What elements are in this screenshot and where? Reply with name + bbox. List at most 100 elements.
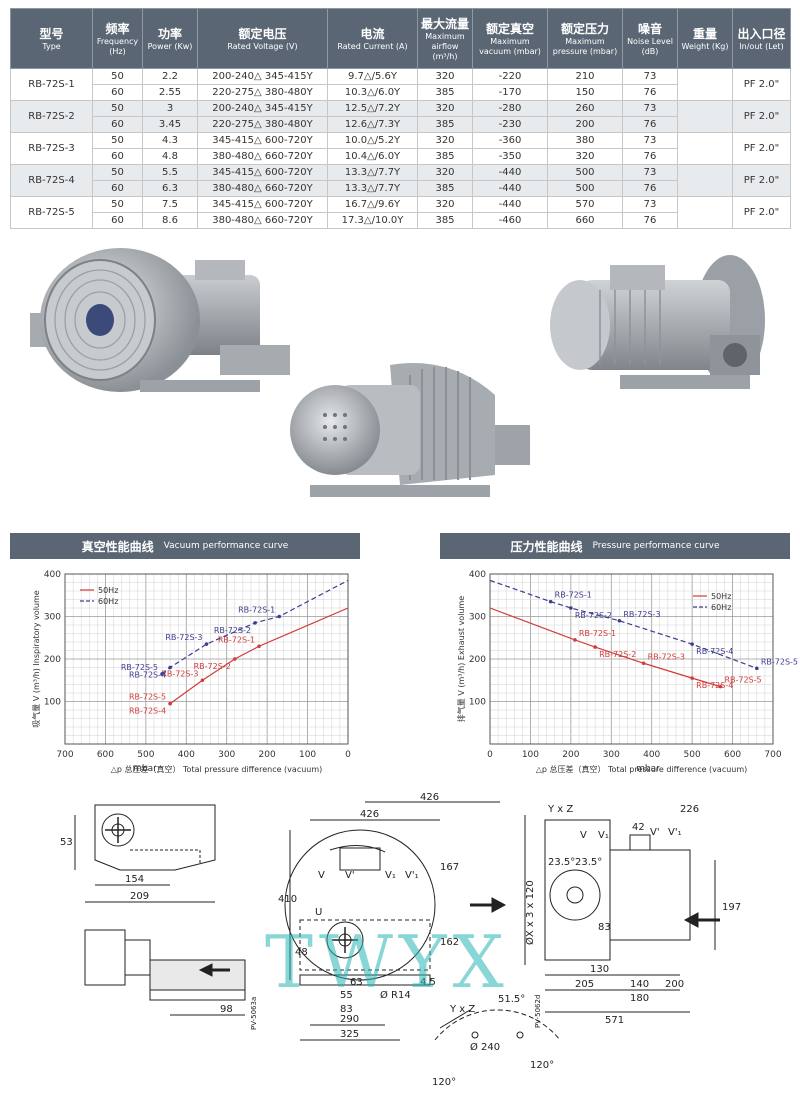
table-cell: 73 (622, 196, 678, 213)
column-header-en: Type (42, 42, 61, 51)
data-point (160, 672, 164, 676)
data-label: RB-72S-3 (648, 652, 685, 661)
column-header-zh: 噪音 (637, 22, 662, 36)
table-cell: 60 (92, 84, 143, 101)
x-tick-label: 300 (603, 750, 620, 760)
dimension-label: 63 (350, 977, 363, 988)
dimension-label: V'₁ (405, 870, 419, 881)
table-cell: 10.4△/6.0Y (327, 148, 418, 165)
table-cell: -360 (472, 132, 548, 149)
data-label: RB-72S-1 (579, 629, 616, 638)
column-header-zh: 电流 (360, 27, 385, 41)
right-side-view (544, 819, 611, 961)
dimension-label: V₁ (598, 830, 609, 841)
table-cell: 60 (92, 212, 143, 229)
x-axis-unit: mbar (636, 764, 660, 774)
table-cell: 50 (92, 132, 143, 149)
column-header-en: Maximum pressure (mbar) (552, 37, 618, 56)
dimension-label: 83 (340, 1004, 353, 1015)
data-label: RB-72S-2 (194, 662, 231, 671)
table-cell: 50 (92, 100, 143, 117)
table-cell: 380-480△ 660-720Y (197, 212, 328, 229)
flange-arc (434, 1009, 561, 1041)
center-shaft-circle (326, 921, 364, 959)
table-cell: 3.45 (142, 116, 198, 133)
legend-label: 60Hz (98, 597, 118, 606)
table-cell: 345-415△ 600-720Y (197, 196, 328, 213)
series-line-50Hz (489, 607, 721, 688)
table-cell: 320 (417, 196, 473, 213)
x-axis-label: △p 总压差（真空） Total pressure difference (va… (111, 764, 323, 774)
pressure-section-header: 压力性能曲线 Pressure performance curve (440, 533, 790, 559)
x-tick-label: 100 (299, 750, 316, 760)
center-housing-circle (284, 829, 436, 981)
dimension-label: 51.5° (498, 994, 525, 1005)
dimension-label: 140 (630, 979, 649, 990)
y-tick-label: 100 (469, 698, 486, 708)
data-point (253, 621, 257, 625)
table-cell: 73 (622, 132, 678, 149)
dimension-label: 53 (60, 837, 73, 848)
left-top-view (94, 804, 216, 871)
dimension-label: V (580, 830, 587, 841)
column-header-en: Maximum vacuum (mbar) (479, 37, 541, 56)
table-cell: 76 (622, 212, 678, 229)
table-cell: 4.8 (142, 148, 198, 165)
table-cell: 2.55 (142, 84, 198, 101)
column-header-zh: 功率 (157, 27, 182, 41)
table-cell: 200-240△ 345-415Y (197, 68, 328, 85)
dimension-label: 130 (590, 964, 609, 975)
dimension-label: 410 (278, 894, 297, 905)
table-cell: 3 (142, 100, 198, 117)
weight-cell (677, 164, 733, 197)
table-cell: 13.3△/7.7Y (327, 164, 418, 181)
x-tick-label: 700 (764, 750, 781, 760)
dimension-label: Y x Z (547, 804, 573, 815)
model-type-cell: RB-72S-5 (10, 196, 93, 229)
data-label: RB-72S-1 (218, 635, 255, 644)
column-header-zh: 额定电压 (238, 27, 287, 41)
table-cell: 500 (547, 180, 623, 197)
table-cell: 7.5 (142, 196, 198, 213)
table-cell: 210 (547, 68, 623, 85)
legend-label: 50Hz (98, 586, 118, 595)
table-cell: 76 (622, 180, 678, 197)
dimension-label: 197 (722, 902, 741, 913)
table-cell: 660 (547, 212, 623, 229)
pressure-header-zh: 压力性能曲线 (510, 539, 583, 554)
table-cell: 16.7△/9.6Y (327, 196, 418, 213)
data-point (573, 638, 577, 642)
dimension-label: V₁ (385, 870, 396, 881)
table-cell: 73 (622, 100, 678, 117)
table-cell: 60 (92, 116, 143, 133)
plot-frame (489, 573, 774, 745)
y-tick-label: 400 (469, 570, 486, 580)
table-cell: 345-415△ 600-720Y (197, 164, 328, 181)
data-label: RB-72S-5 (761, 657, 798, 666)
x-tick-label: 100 (522, 750, 539, 760)
x-tick-label: 300 (218, 750, 235, 760)
table-cell: 220-275△ 380-480Y (197, 116, 328, 133)
table-cell: 380-480△ 660-720Y (197, 180, 328, 197)
table-cell: 60 (92, 148, 143, 165)
dimension-label: 180 (630, 993, 649, 1004)
dimension-label: Ø 240 (470, 1041, 500, 1053)
dimension-label: Y x Z (449, 1004, 475, 1015)
outlet-cell: PF 2.0" (732, 68, 791, 101)
column-header-en: Weight (Kg) (681, 42, 729, 51)
table-cell: 150 (547, 84, 623, 101)
data-label: RB-72S-5 (724, 676, 761, 685)
model-type-cell: RB-72S-3 (10, 132, 93, 165)
data-label: RB-72S-3 (165, 633, 202, 642)
table-cell: 6.3 (142, 180, 198, 197)
data-point (277, 614, 282, 619)
dimension-label: 4.5 (420, 977, 436, 988)
dimension-label: Ø R14 (380, 989, 411, 1001)
